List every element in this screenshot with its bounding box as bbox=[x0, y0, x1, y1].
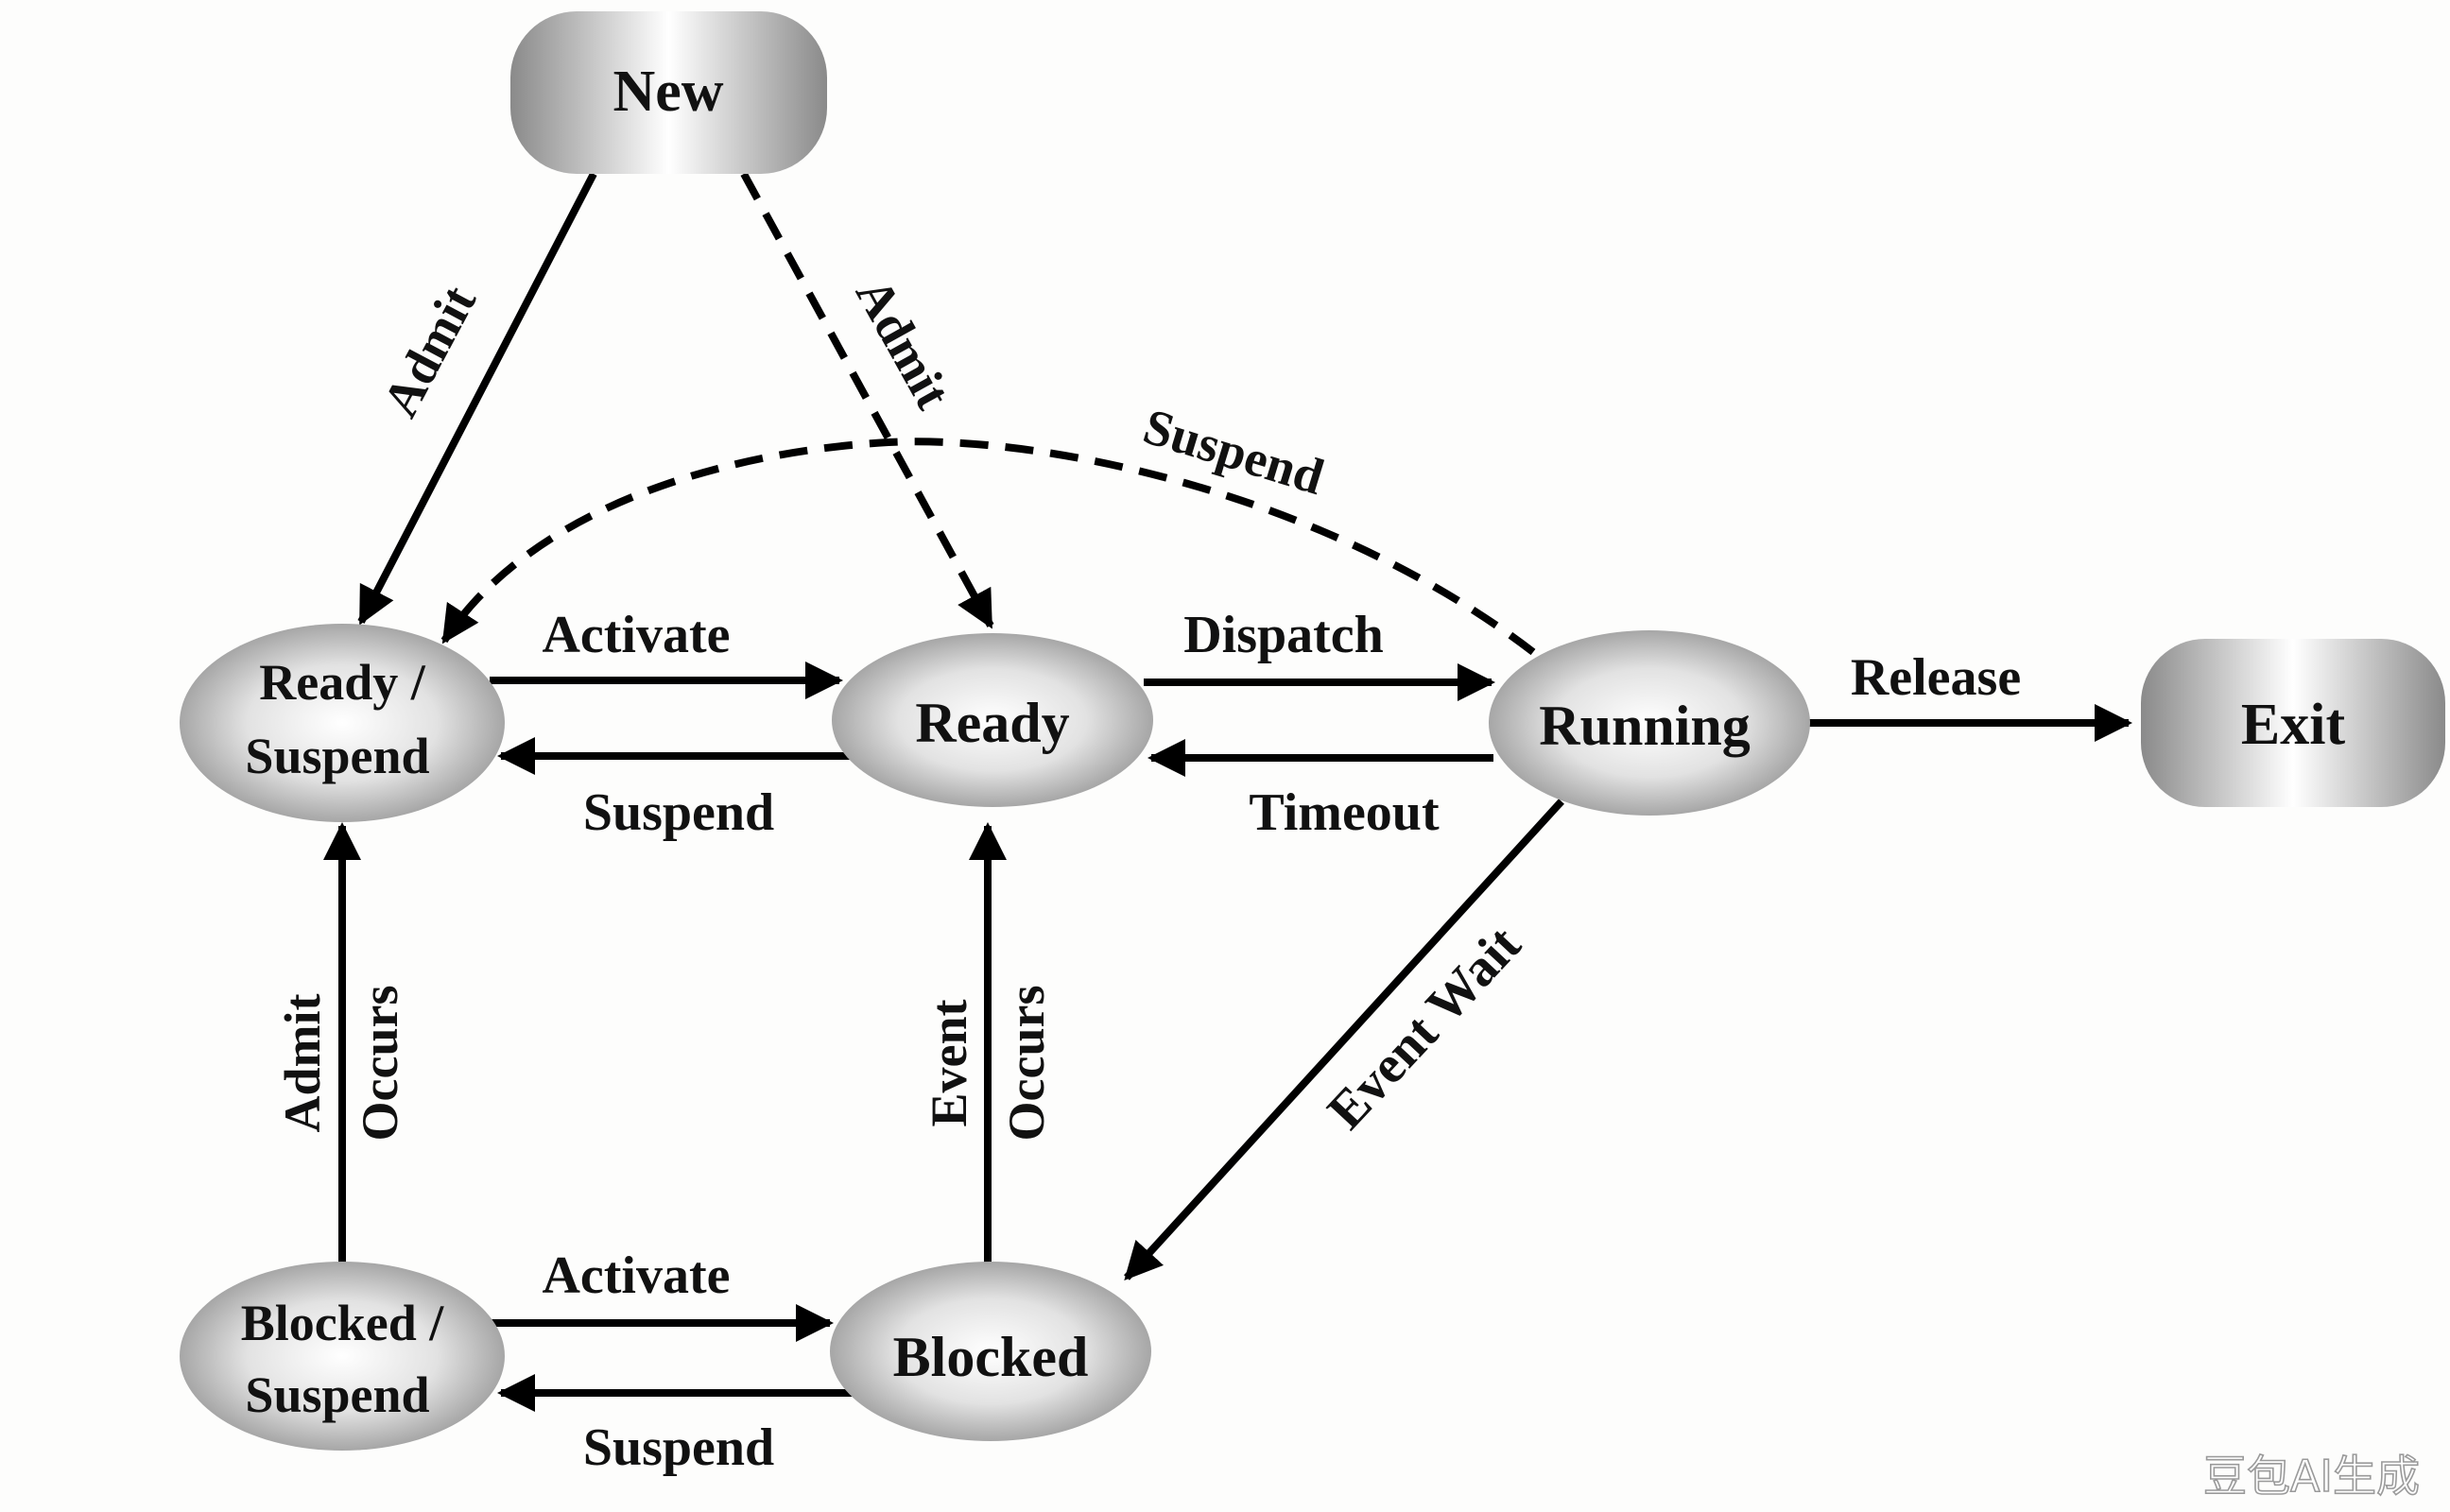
edge-label-running-to-ready-suspend: Suspend bbox=[1137, 398, 1330, 506]
node-ready-suspend: Ready / Suspend bbox=[180, 624, 505, 822]
node-blocked-label: Blocked bbox=[893, 1326, 1089, 1388]
node-blocked: Blocked bbox=[830, 1262, 1151, 1441]
edge-label-blocked-suspend-to-ready-suspend-line2: Occurs bbox=[352, 986, 408, 1142]
node-new: New bbox=[510, 11, 827, 174]
node-blocked-suspend: Blocked / Suspend bbox=[180, 1262, 505, 1451]
node-running: Running bbox=[1489, 630, 1810, 816]
watermark-text: 豆包AI生成 bbox=[2203, 1451, 2420, 1502]
node-running-label: Running bbox=[1539, 695, 1750, 757]
edge-label-blocked-suspend-to-blocked: Activate bbox=[542, 1246, 730, 1305]
node-new-label: New bbox=[612, 60, 723, 124]
edge-label-blocked-to-ready-line1: Event bbox=[921, 999, 977, 1126]
node-blocked-suspend-label-line1: Blocked / bbox=[241, 1295, 445, 1351]
edge-label-new-to-ready-suspend: Admit bbox=[371, 277, 487, 426]
edge-label-ready-suspend-to-ready: Activate bbox=[542, 606, 730, 664]
node-ready-suspend-label-line2: Suspend bbox=[245, 728, 429, 784]
edge-running-to-ready-suspend bbox=[440, 438, 1536, 656]
node-blocked-suspend-label-line2: Suspend bbox=[245, 1366, 429, 1423]
edge-label-running-to-exit: Release bbox=[1851, 648, 2021, 707]
edge-label-blocked-to-blocked-suspend: Suspend bbox=[583, 1418, 774, 1477]
edge-label-blocked-to-ready-line2: Occurs bbox=[998, 986, 1055, 1142]
node-ready: Ready bbox=[832, 633, 1153, 807]
edge-new-to-ready-suspend bbox=[357, 172, 597, 626]
node-ready-label: Ready bbox=[915, 692, 1069, 754]
edge-label-ready-to-running: Dispatch bbox=[1183, 606, 1384, 664]
edge-label-blocked-suspend-to-ready-suspend-line1: Admit bbox=[274, 993, 331, 1132]
node-exit: Exit bbox=[2141, 639, 2445, 807]
edge-label-running-to-ready: Timeout bbox=[1249, 783, 1440, 842]
node-ready-suspend-label-line1: Ready / bbox=[259, 654, 425, 711]
node-exit-label: Exit bbox=[2241, 693, 2346, 757]
edge-label-ready-to-ready-suspend: Suspend bbox=[583, 783, 774, 842]
edge-new-to-ready bbox=[740, 172, 994, 629]
edge-running-to-blocked bbox=[1124, 799, 1564, 1280]
